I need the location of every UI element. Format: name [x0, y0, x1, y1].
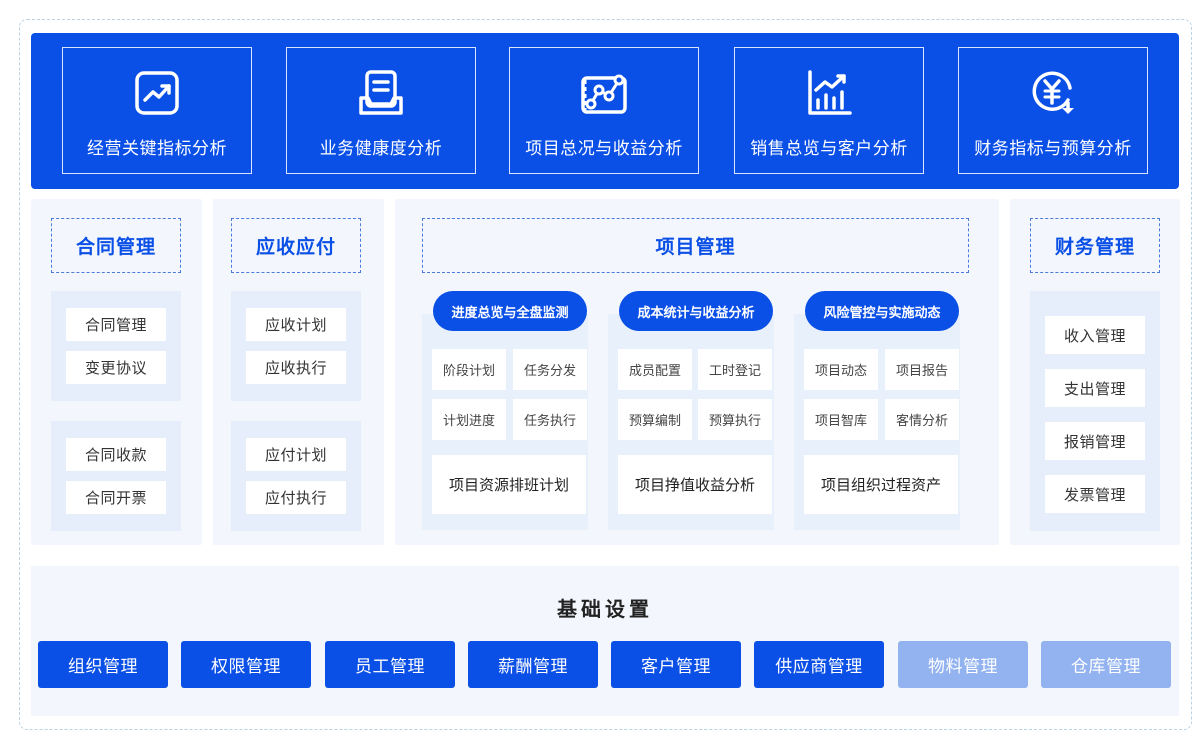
payable-plan-item[interactable]: 应付计划: [246, 438, 346, 471]
supplier-management-button[interactable]: 供应商管理: [754, 641, 884, 688]
module-label: 业务健康度分析: [319, 139, 443, 159]
budget-compile-cell[interactable]: 预算编制: [618, 399, 692, 440]
material-management-button[interactable]: 物料管理: [898, 641, 1028, 688]
book-tray-icon: [359, 70, 403, 115]
module-label: 销售总览与客户分析: [750, 139, 908, 159]
reimbursement-item[interactable]: 报销管理: [1045, 422, 1145, 460]
resource-schedule-item[interactable]: 项目资源排班计划: [432, 455, 586, 514]
yuan-cycle-icon: [1032, 71, 1074, 114]
receivable-exec-item[interactable]: 应收执行: [246, 351, 346, 384]
change-agreement-item[interactable]: 变更协议: [66, 351, 166, 384]
stage-plan-cell[interactable]: 阶段计划: [432, 349, 506, 390]
module-label: 经营关键指标分析: [87, 139, 227, 159]
finance-title[interactable]: 财务管理: [1030, 218, 1160, 273]
bar-growth-icon: [808, 70, 852, 115]
outer-frame: [19, 19, 1192, 730]
basic-settings-panel: 基础设置 组织管理 权限管理 员工管理 薪酬管理 客户管理 供应商管理 物料管理…: [31, 566, 1179, 716]
module-kpi-analysis[interactable]: 经营关键指标分析: [62, 47, 252, 174]
progress-heading[interactable]: 进度总览与全盘监测: [433, 291, 587, 331]
module-sales-overview[interactable]: 销售总览与客户分析: [734, 47, 924, 174]
contract-item[interactable]: 合同管理: [66, 308, 166, 341]
earned-value-item[interactable]: 项目挣值收益分析: [618, 455, 772, 514]
task-exec-cell[interactable]: 任务执行: [513, 399, 587, 440]
contract-title[interactable]: 合同管理: [51, 218, 181, 273]
income-item[interactable]: 收入管理: [1045, 316, 1145, 354]
cost-heading[interactable]: 成本统计与收益分析: [619, 291, 773, 331]
project-news-cell[interactable]: 项目动态: [804, 349, 878, 390]
contract-invoice-item[interactable]: 合同开票: [66, 481, 166, 514]
warehouse-management-button[interactable]: 仓库管理: [1041, 641, 1171, 688]
timesheet-cell[interactable]: 工时登记: [698, 349, 772, 390]
member-config-cell[interactable]: 成员配置: [618, 349, 692, 390]
module-label: 财务指标与预算分析: [974, 139, 1132, 159]
trend-chart-icon: [135, 71, 179, 115]
plan-progress-cell[interactable]: 计划进度: [432, 399, 506, 440]
org-management-button[interactable]: 组织管理: [38, 641, 168, 688]
module-label: 项目总况与收益分析: [525, 139, 683, 159]
permission-management-button[interactable]: 权限管理: [181, 641, 311, 688]
project-report-cell[interactable]: 项目报告: [885, 349, 959, 390]
payable-exec-item[interactable]: 应付执行: [246, 481, 346, 514]
risk-heading[interactable]: 风险管控与实施动态: [805, 291, 959, 331]
analytics-band: 经营关键指标分析 业务健康度分析 项目总况与收益分析: [31, 33, 1179, 189]
route-nodes-icon: [581, 74, 627, 114]
task-dispatch-cell[interactable]: 任务分发: [513, 349, 587, 390]
customer-management-button[interactable]: 客户管理: [611, 641, 741, 688]
customer-analysis-cell[interactable]: 客情分析: [885, 399, 959, 440]
receivable-plan-item[interactable]: 应收计划: [246, 308, 346, 341]
expense-item[interactable]: 支出管理: [1045, 369, 1145, 407]
project-knowledge-cell[interactable]: 项目智库: [804, 399, 878, 440]
receivable-title[interactable]: 应收应付: [231, 218, 361, 273]
module-business-health[interactable]: 业务健康度分析: [286, 47, 476, 174]
contract-receipt-item[interactable]: 合同收款: [66, 438, 166, 471]
module-finance-budget[interactable]: 财务指标与预算分析: [958, 47, 1148, 174]
staff-management-button[interactable]: 员工管理: [325, 641, 455, 688]
budget-exec-cell[interactable]: 预算执行: [698, 399, 772, 440]
module-project-overview[interactable]: 项目总况与收益分析: [509, 47, 699, 174]
project-title[interactable]: 项目管理: [422, 218, 969, 273]
salary-management-button[interactable]: 薪酬管理: [468, 641, 598, 688]
basic-settings-title: 基础设置: [557, 597, 653, 621]
process-assets-item[interactable]: 项目组织过程资产: [804, 455, 958, 514]
invoice-item[interactable]: 发票管理: [1045, 475, 1145, 513]
